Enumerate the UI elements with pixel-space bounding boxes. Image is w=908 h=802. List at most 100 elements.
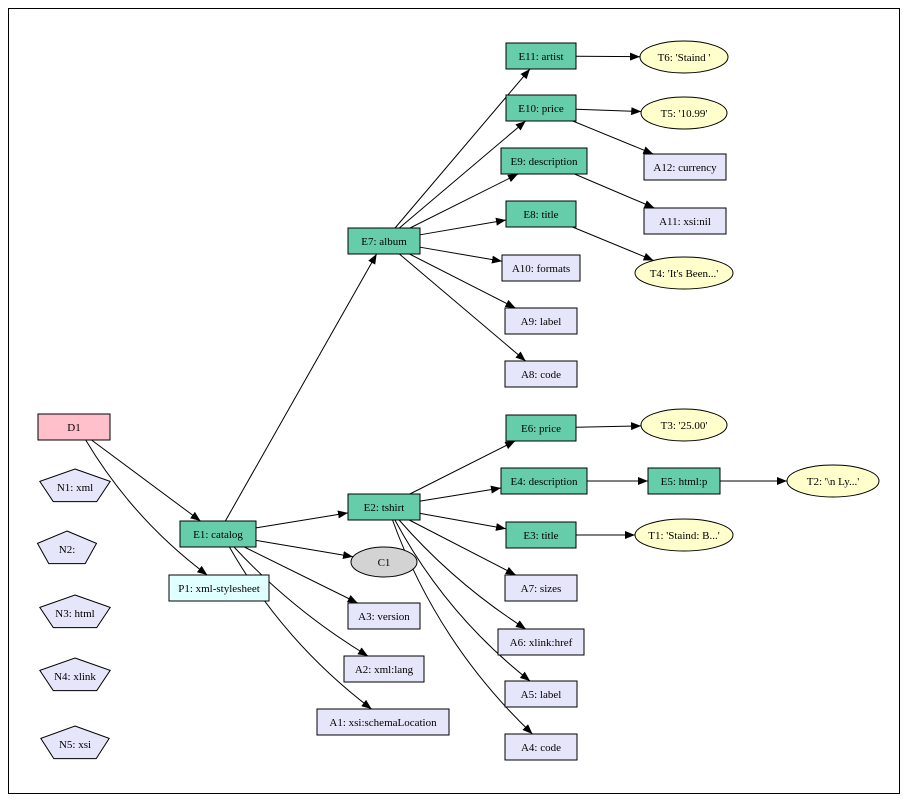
node-label: E1: catalog <box>193 529 243 541</box>
attribute-shape <box>504 360 578 388</box>
node-E1: E1: catalog <box>179 520 257 548</box>
namespace-shape <box>39 657 111 692</box>
node-A9: A9: label <box>504 307 578 335</box>
element-shape <box>505 414 577 442</box>
element-shape <box>505 42 577 70</box>
node-label: A5: label <box>521 689 562 701</box>
node-label: A6: xlink:href <box>510 637 573 649</box>
node-A12: A12: currency <box>643 153 727 181</box>
edge-E2-E4 <box>419 485 502 502</box>
edge-E2-E3 <box>419 512 507 531</box>
node-A2: A2: xml:lang <box>343 655 425 683</box>
node-D1: D1 <box>37 413 111 441</box>
attribute-shape <box>643 207 727 235</box>
edge-E10-A12 <box>572 120 654 155</box>
node-C1: C1 <box>350 546 418 578</box>
edge-E9-A11 <box>574 173 655 209</box>
element-shape <box>505 521 577 549</box>
node-A1: A1: xsi:schemaLocation <box>316 708 450 736</box>
text-shape <box>640 96 728 130</box>
edge-E7-A9 <box>409 253 516 309</box>
node-E11: E11: artist <box>505 42 577 70</box>
edge-E2-E6 <box>409 440 516 495</box>
edge-E6-T3 <box>575 422 642 431</box>
attribute-shape <box>504 733 578 761</box>
namespace-shape <box>36 530 98 565</box>
node-label: A8: code <box>521 369 561 381</box>
node-label: T3: '25.00' <box>661 420 708 432</box>
node-label: N1: xml <box>57 482 93 494</box>
node-A11: A11: xsi:nil <box>643 207 727 235</box>
text-shape <box>634 518 734 552</box>
node-E8: E8: title <box>505 200 577 228</box>
node-label: E4: description <box>511 476 578 488</box>
element-shape <box>179 520 257 548</box>
node-T1: T1: 'Staind: B...' <box>634 518 734 552</box>
attribute-shape <box>504 307 578 335</box>
edge-E7-E8 <box>419 217 507 236</box>
edge-E2-A5 <box>394 519 531 682</box>
attribute-shape <box>504 680 578 708</box>
attribute-shape <box>504 574 578 602</box>
node-label: D1 <box>67 422 80 434</box>
node-N1: N1: xml <box>39 468 111 503</box>
edge-E1-A3 <box>244 546 358 604</box>
element-shape <box>500 147 588 175</box>
element-shape <box>347 227 421 255</box>
node-T6: T6: 'Staind ' <box>639 40 729 74</box>
node-label: A12: currency <box>653 162 717 174</box>
node-label: E7: album <box>361 236 407 248</box>
edge-E7-A8 <box>399 253 526 362</box>
node-label: A11: xsi:nil <box>659 216 711 228</box>
node-label: P1: xml-stylesheet <box>178 583 260 595</box>
node-N5: N5: xsi <box>40 725 110 760</box>
edge-E8-T4 <box>572 226 654 261</box>
node-label: E10: price <box>518 103 564 115</box>
node-label: A7: sizes <box>521 583 562 595</box>
attribute-shape <box>643 153 727 181</box>
edge-E1-A2 <box>233 546 369 657</box>
element-shape <box>647 467 721 495</box>
node-label: E11: artist <box>518 51 563 63</box>
node-label: T5: '10.99' <box>661 108 708 120</box>
document-shape <box>37 413 111 441</box>
node-label: C1 <box>378 557 391 569</box>
node-label: E5: html:p <box>661 476 708 488</box>
node-A5: A5: label <box>504 680 578 708</box>
edge-E2-A7 <box>408 519 517 576</box>
text-shape <box>639 40 729 74</box>
attribute-shape <box>347 602 421 630</box>
node-label: N5: xsi <box>59 739 91 751</box>
node-label: N3: html <box>55 608 94 620</box>
edge-E1-E7 <box>224 253 378 522</box>
node-E3: E3: title <box>505 521 577 549</box>
namespace-shape <box>40 725 110 760</box>
node-label: A4: code <box>521 742 561 754</box>
node-label: E8: title <box>523 209 558 221</box>
attribute-shape <box>497 628 585 656</box>
node-label: A3: version <box>358 611 410 623</box>
node-label: N4: xlink <box>54 671 96 683</box>
namespace-shape <box>39 468 111 503</box>
edge-D1-P1 <box>85 439 208 576</box>
attribute-shape <box>343 655 425 683</box>
edge-E1-E2 <box>255 510 349 529</box>
element-shape <box>505 200 577 228</box>
node-A10: A10: formats <box>501 254 581 282</box>
element-shape <box>347 493 421 521</box>
node-E4: E4: description <box>500 467 588 495</box>
node-label: T1: 'Staind: B...' <box>648 530 720 542</box>
node-label: E6: price <box>521 423 561 435</box>
node-label: A2: xml:lang <box>355 664 414 676</box>
edge-E2-A6 <box>398 519 527 630</box>
edge-D1-E1 <box>91 439 201 522</box>
attribute-shape <box>501 254 581 282</box>
edge-E7-A10 <box>419 246 503 264</box>
edge-E7-E9 <box>409 173 519 229</box>
node-A3: A3: version <box>347 602 421 630</box>
comment-shape <box>350 546 418 578</box>
node-label: E2: tshirt <box>364 502 405 514</box>
